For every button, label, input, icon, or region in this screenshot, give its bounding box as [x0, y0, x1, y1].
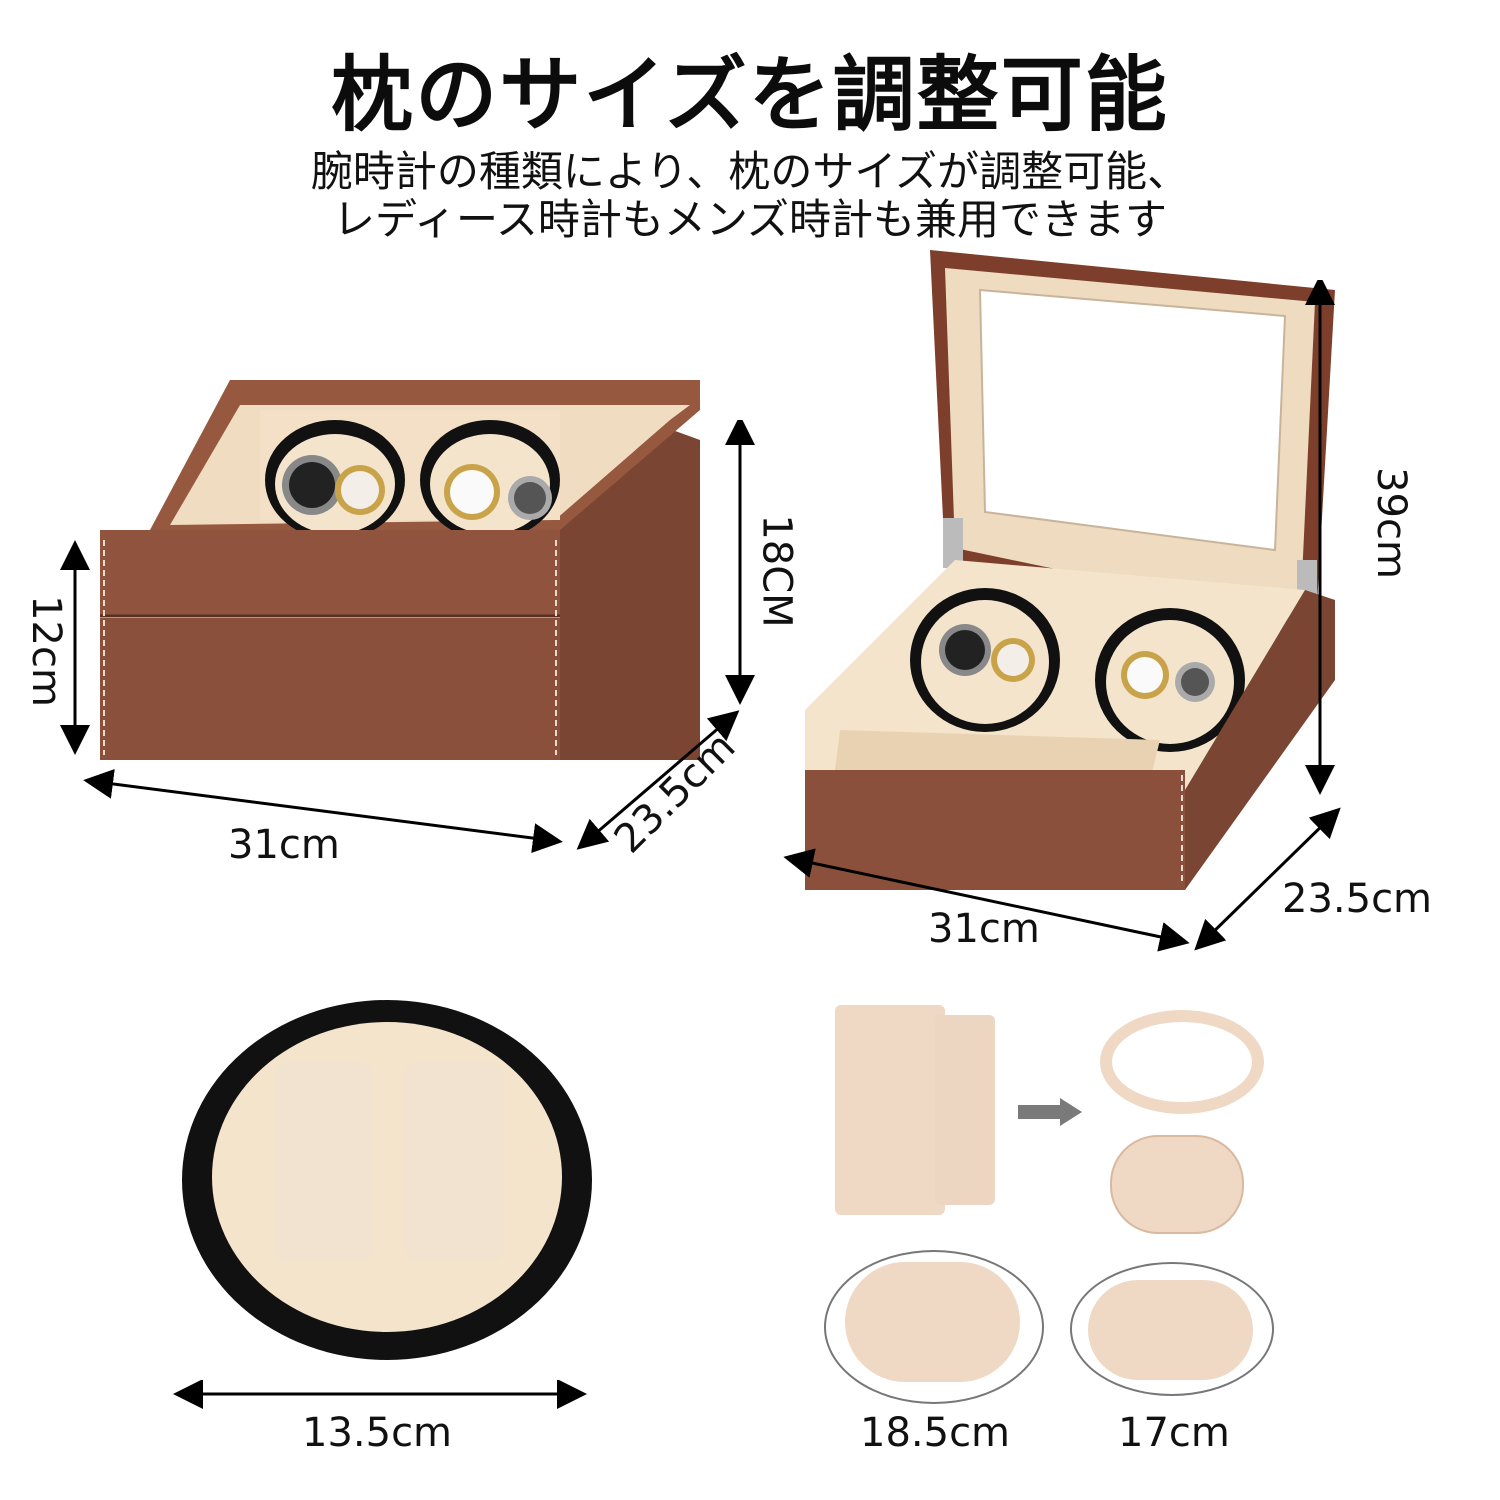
pillow-strap-flat	[835, 1005, 945, 1215]
pillow-ring	[1100, 1010, 1264, 1114]
rotor-dimension-arrow	[173, 1380, 587, 1409]
pillow-small	[1088, 1280, 1253, 1380]
subtitle-line-2: レディース時計もメンズ時計も兼用できます	[332, 195, 1168, 244]
closed-box-width-label: 31cm	[228, 822, 340, 868]
open-box-depth-label: 23.5cm	[1282, 876, 1433, 922]
pillow-large-outline	[824, 1250, 1044, 1404]
pillow-oval	[1110, 1135, 1244, 1234]
open-box-illustration	[805, 250, 1335, 890]
closed-box-dimension-arrows	[60, 420, 755, 853]
pillow-large	[845, 1262, 1020, 1382]
watch-pillow-left	[274, 1062, 374, 1262]
closed-box-height-label: 12cm	[22, 595, 69, 707]
closed-watch-box	[90, 380, 730, 800]
transform-arrow-head-icon	[1060, 1098, 1082, 1126]
transform-arrow-icon	[1018, 1105, 1068, 1119]
rotor-disc	[182, 1000, 592, 1360]
subtitle-line-1: 腕時計の種類により、枕のサイズが調整可能、	[310, 147, 1190, 196]
pillow-small-outline	[1070, 1262, 1274, 1396]
open-box-height-label: 39cm	[1367, 467, 1414, 579]
rotor-diameter-label: 13.5cm	[302, 1410, 453, 1456]
page-title: 枕のサイズを調整可能	[331, 47, 1169, 143]
open-box-dimension-arrows	[783, 280, 1341, 952]
closed-box-illustration	[100, 380, 700, 760]
pillow-large-label: 18.5cm	[860, 1410, 1011, 1456]
rotor-face	[212, 1022, 562, 1332]
open-box-width-label: 31cm	[928, 906, 1040, 952]
watch-pillow-right	[404, 1062, 504, 1262]
pillow-small-label: 17cm	[1118, 1410, 1230, 1456]
pillow-strap-back	[935, 1015, 995, 1205]
open-watch-box	[795, 250, 1355, 890]
